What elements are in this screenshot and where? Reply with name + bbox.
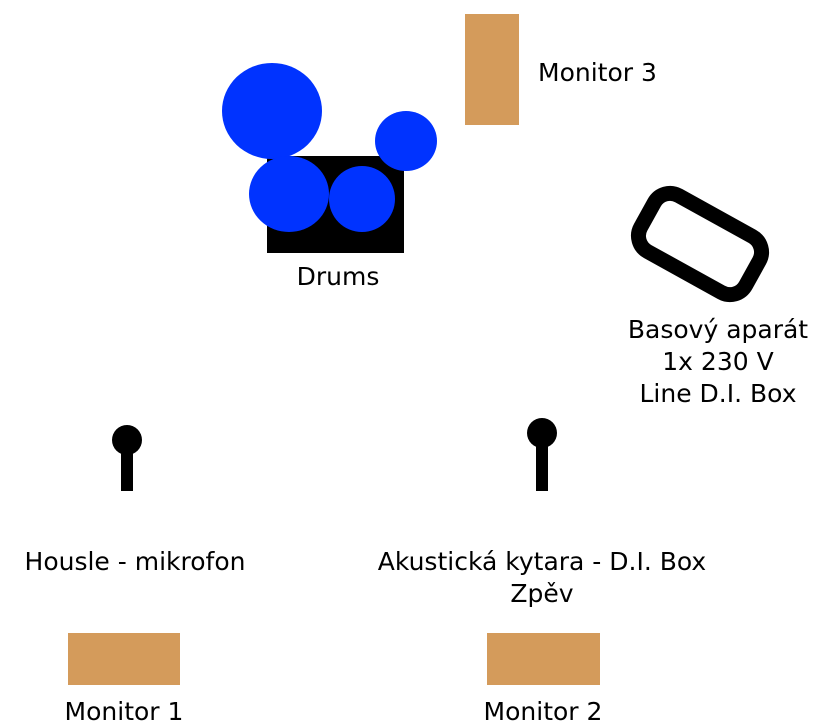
violin-label: Housle - mikrofon (24, 547, 246, 576)
mic-stand (536, 437, 548, 491)
monitor-3 (465, 14, 519, 125)
bass-amp-body (630, 185, 770, 303)
cymbal (375, 111, 437, 171)
guitar-label-line1: Akustická kytara - D.I. Box (377, 547, 707, 576)
floor-tom (249, 156, 329, 232)
monitor-3-label: Monitor 3 (538, 58, 657, 87)
guitar-microphone (527, 418, 557, 491)
violin-microphone (112, 425, 142, 491)
bass-amp-label-line1: Basový aparát (627, 315, 809, 344)
guitar-label: Akustická kytara - D.I. Box Zpěv (340, 546, 744, 610)
monitor-1-label: Monitor 1 (64, 697, 184, 726)
drums-label: Drums (296, 262, 380, 291)
mic-head (527, 418, 557, 448)
bass-amp (630, 185, 770, 303)
mic-stand (121, 445, 133, 491)
monitor-2-label: Monitor 2 (483, 697, 603, 726)
monitor-2 (487, 633, 600, 685)
monitor-1 (68, 633, 180, 685)
drum-kit (222, 63, 437, 253)
bass-amp-label: Basový aparát 1x 230 V Line D.I. Box (612, 314, 824, 410)
guitar-label-line2: Zpěv (510, 579, 574, 608)
bass-drum (222, 63, 322, 159)
bass-amp-label-line3: Line D.I. Box (639, 379, 797, 408)
bass-amp-label-line2: 1x 230 V (662, 347, 774, 376)
snare-drum (329, 166, 395, 232)
mic-head (112, 425, 142, 455)
